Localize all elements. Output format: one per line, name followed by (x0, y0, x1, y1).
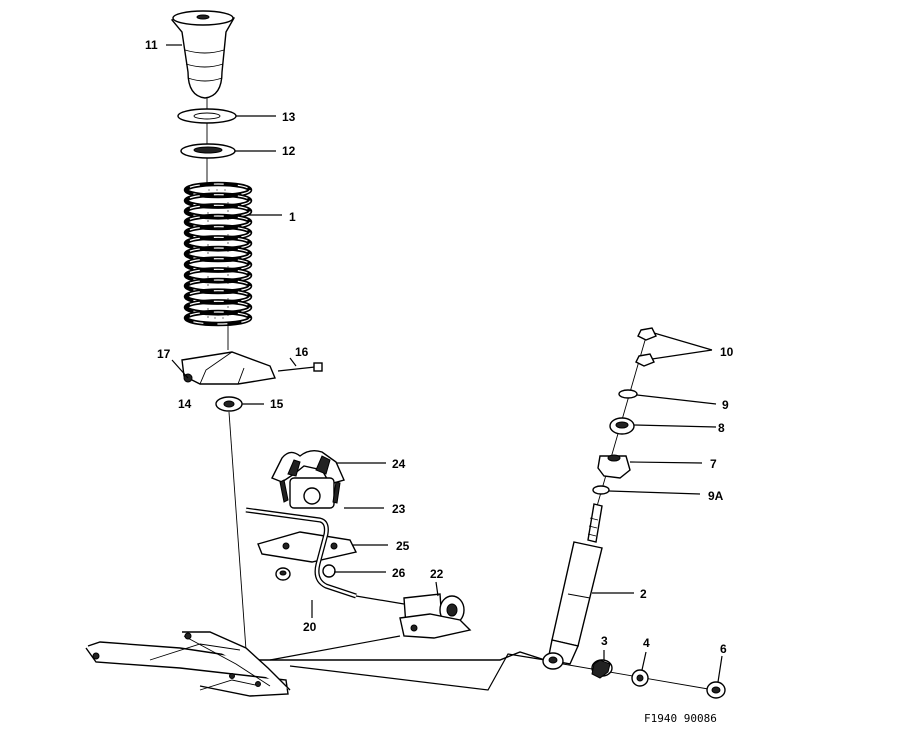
control-arm-part (85, 631, 546, 697)
label-9a: 9A (708, 489, 724, 503)
lower-mount-hardware (562, 659, 726, 699)
lock-nut-part (706, 681, 726, 699)
label-15: 15 (270, 397, 284, 411)
rubber-7-part (597, 454, 631, 479)
upper-nut-part (635, 327, 657, 367)
label-12: 12 (282, 144, 296, 158)
spring-coil-highlight (185, 311, 251, 325)
bolt-part (277, 362, 323, 372)
coil-spring-part (183, 181, 253, 327)
shock-absorber-part (542, 503, 603, 670)
label-17: 17 (157, 347, 171, 361)
label-25: 25 (396, 539, 410, 553)
label-26: 26 (392, 566, 406, 580)
rubber-8-part (609, 417, 635, 435)
label-22: 22 (430, 567, 444, 581)
label-4: 4 (643, 636, 650, 650)
label-11: 11 (145, 38, 158, 52)
label-23: 23 (392, 502, 406, 516)
stabiliser-clamp-part (271, 449, 345, 509)
nut-part (275, 564, 336, 581)
upper-spring-seat-part (177, 108, 237, 124)
label-9: 9 (722, 398, 729, 412)
washer-part (631, 669, 649, 687)
stabiliser-bar-part (245, 507, 357, 618)
lower-spring-bracket-part (181, 351, 276, 385)
top-mount-stack (592, 327, 657, 495)
washer-9a-part (592, 485, 610, 495)
label-13: 13 (282, 110, 296, 124)
label-2: 2 (640, 587, 647, 601)
figure-code: F1940 90086 (644, 712, 717, 725)
rubber-spring-seat-part (180, 143, 236, 159)
link-bushing-part (355, 593, 472, 639)
label-3: 3 (601, 634, 608, 648)
label-16: 16 (295, 345, 309, 359)
bump-stop-part (170, 10, 236, 99)
label-8: 8 (718, 421, 725, 435)
washer-9-part (618, 389, 638, 399)
part-labels: 11 13 12 1 17 16 14 15 24 23 25 26 22 20… (145, 38, 734, 656)
label-14: 14 (178, 397, 192, 411)
mounting-plate-part (257, 531, 358, 563)
label-20: 20 (303, 620, 317, 634)
rubber-bush-part (591, 659, 613, 679)
label-10: 10 (720, 345, 734, 359)
label-24: 24 (392, 457, 406, 471)
leader-lines (166, 44, 723, 683)
bushing-part (215, 396, 243, 412)
label-6: 6 (720, 642, 727, 656)
label-1: 1 (289, 210, 296, 224)
spring-core (207, 189, 229, 319)
label-7: 7 (710, 457, 717, 471)
